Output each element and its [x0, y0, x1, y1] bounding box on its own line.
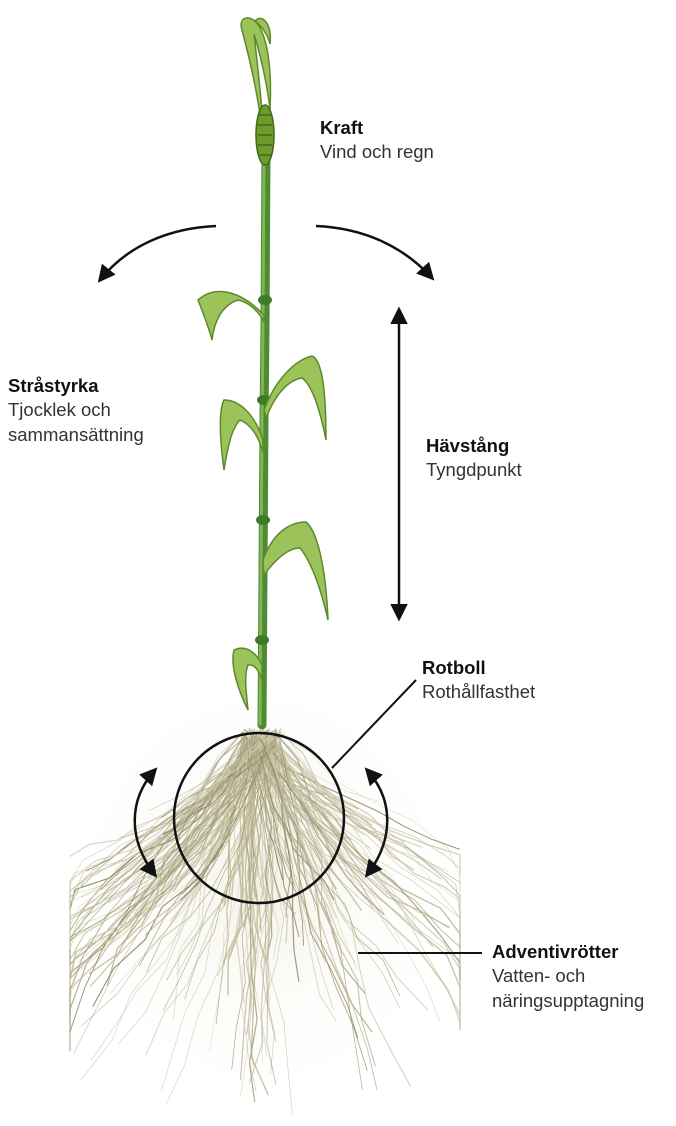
label-rotboll-title: Rotboll	[422, 656, 535, 680]
label-strastyrka-sub1: Tjocklek och	[8, 398, 144, 422]
force-arrow-left	[100, 226, 216, 280]
force-arrow-right	[316, 226, 432, 278]
label-adventiv-sub1: Vatten- och	[492, 964, 644, 988]
label-rotboll-sub: Rothållfasthet	[422, 680, 535, 704]
label-kraft-sub: Vind och regn	[320, 140, 434, 164]
root-system	[70, 700, 460, 1115]
label-havstang: Hävstång Tyngdpunkt	[426, 434, 522, 483]
label-kraft: Kraft Vind och regn	[320, 116, 434, 165]
label-adventiv-sub2: näringsupptagning	[492, 989, 644, 1013]
label-adventiv-title: Adventivrötter	[492, 940, 644, 964]
label-adventiv: Adventivrötter Vatten- och näringsupptag…	[492, 940, 644, 1013]
label-rotboll: Rotboll Rothållfasthet	[422, 656, 535, 705]
label-strastyrka: Stråstyrka Tjocklek och sammansättning	[8, 374, 144, 447]
label-havstang-sub: Tyngdpunkt	[426, 458, 522, 482]
label-strastyrka-sub2: sammansättning	[8, 423, 144, 447]
label-strastyrka-title: Stråstyrka	[8, 374, 144, 398]
wheat-ear	[256, 105, 274, 165]
label-havstang-title: Hävstång	[426, 434, 522, 458]
label-kraft-title: Kraft	[320, 116, 434, 140]
